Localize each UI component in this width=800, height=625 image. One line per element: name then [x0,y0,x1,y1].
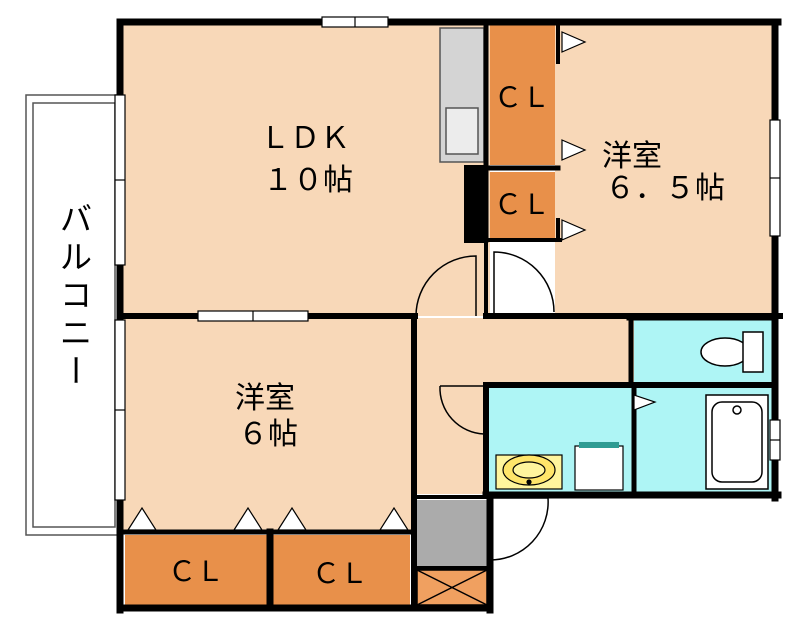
western-room-6-floor [122,318,414,530]
bathtub-icon [705,394,769,490]
toilet-icon [700,331,764,373]
balcony-label: バ ル コ ニ ー [56,200,94,386]
western-room-65-size: ６．５帖 [605,171,725,206]
balcony-char: ー [56,354,94,386]
closet-bottom-right-label: ＣＬ [312,557,368,590]
closet-middle-label: ＣＬ [494,188,550,221]
windows [114,16,781,501]
entrance-floor [417,500,487,568]
western-room-6-name: 洋室 [235,381,295,416]
washbasin-icon [495,454,563,490]
corridor-floor [414,382,486,494]
western-room-65-floor [555,22,775,316]
closet-upper [490,25,555,165]
door-swings [415,251,555,561]
closet-door-markers [126,31,657,531]
ldk-floor [122,22,490,316]
balcony [25,94,123,536]
balcony-char: ニ [60,314,92,352]
washing-machine-icon [574,442,624,491]
closet-bottom-right [272,535,410,605]
closet-middle [490,172,555,238]
balcony-char: ル [60,238,92,276]
kitchen-counter [439,27,485,163]
shoe-storage [416,569,488,606]
closet-upper-label: ＣＬ [494,81,550,114]
western-room-6-size: ６帖 [238,417,298,452]
balcony-char: コ [60,276,92,314]
western-room-65-name: 洋室 [602,139,662,174]
ldk-size: １０帖 [263,163,353,198]
hallway-floor [414,318,634,382]
closet-bottom-left-label: ＣＬ [168,555,224,588]
closet-bottom-left [125,535,267,605]
ldk-name: ＬＤＫ [260,121,350,156]
balcony-char: バ [60,200,92,238]
